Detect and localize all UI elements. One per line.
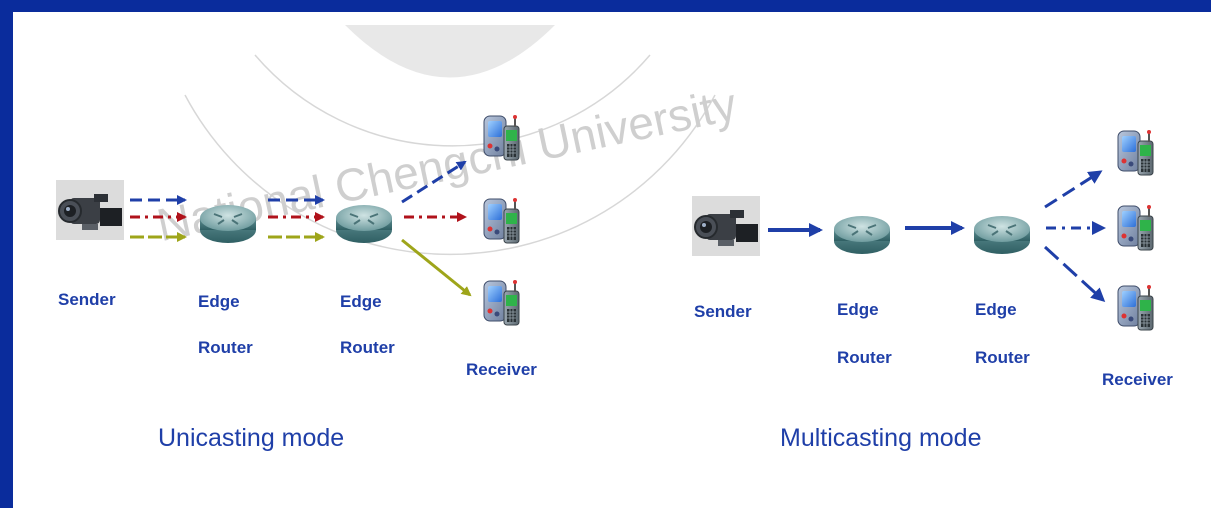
unicast-router2-label-line2: Router bbox=[340, 338, 395, 357]
multicast-router2-label-line1: Edge bbox=[975, 300, 1017, 319]
frame-top-bar bbox=[0, 0, 1211, 12]
multicast-branch bbox=[1043, 245, 1106, 303]
unicast-sender-label: Sender bbox=[58, 290, 116, 309]
router-icon bbox=[199, 204, 257, 244]
receiver-devices-icon bbox=[483, 197, 520, 244]
frame-left-bar bbox=[0, 0, 13, 508]
multicast-mode-title: Multicasting mode bbox=[780, 424, 982, 452]
multicast-router1-label-line2: Router bbox=[837, 348, 892, 367]
unicast-stream-blue bbox=[401, 160, 467, 204]
multicast-sender-label: Sender bbox=[694, 302, 752, 321]
router-icon bbox=[973, 215, 1031, 255]
multicast-branch bbox=[1044, 170, 1103, 209]
multicast-receiver-label: Receiver bbox=[1102, 370, 1173, 389]
sender-camera-icon bbox=[55, 179, 125, 241]
unicast-receiver-label: Receiver bbox=[466, 360, 537, 379]
receiver-devices-icon bbox=[483, 279, 520, 326]
router-icon bbox=[335, 204, 393, 244]
sender-camera-icon bbox=[691, 195, 761, 257]
receiver-devices-icon bbox=[483, 114, 520, 161]
multicast-router2-label-line2: Router bbox=[975, 348, 1030, 367]
receiver-devices-icon bbox=[1117, 204, 1154, 251]
unicast-router2-label-line1: Edge bbox=[340, 292, 382, 311]
unicast-router1-label-line1: Edge bbox=[198, 292, 240, 311]
unicast-router1-label-line2: Router bbox=[198, 338, 253, 357]
multicast-router1-label-line1: Edge bbox=[837, 300, 879, 319]
unicast-mode-title: Unicasting mode bbox=[158, 424, 345, 452]
unicast-stream-olive bbox=[401, 238, 472, 297]
receiver-devices-icon bbox=[1117, 284, 1154, 331]
router-icon bbox=[833, 215, 891, 255]
receiver-devices-icon bbox=[1117, 129, 1154, 176]
